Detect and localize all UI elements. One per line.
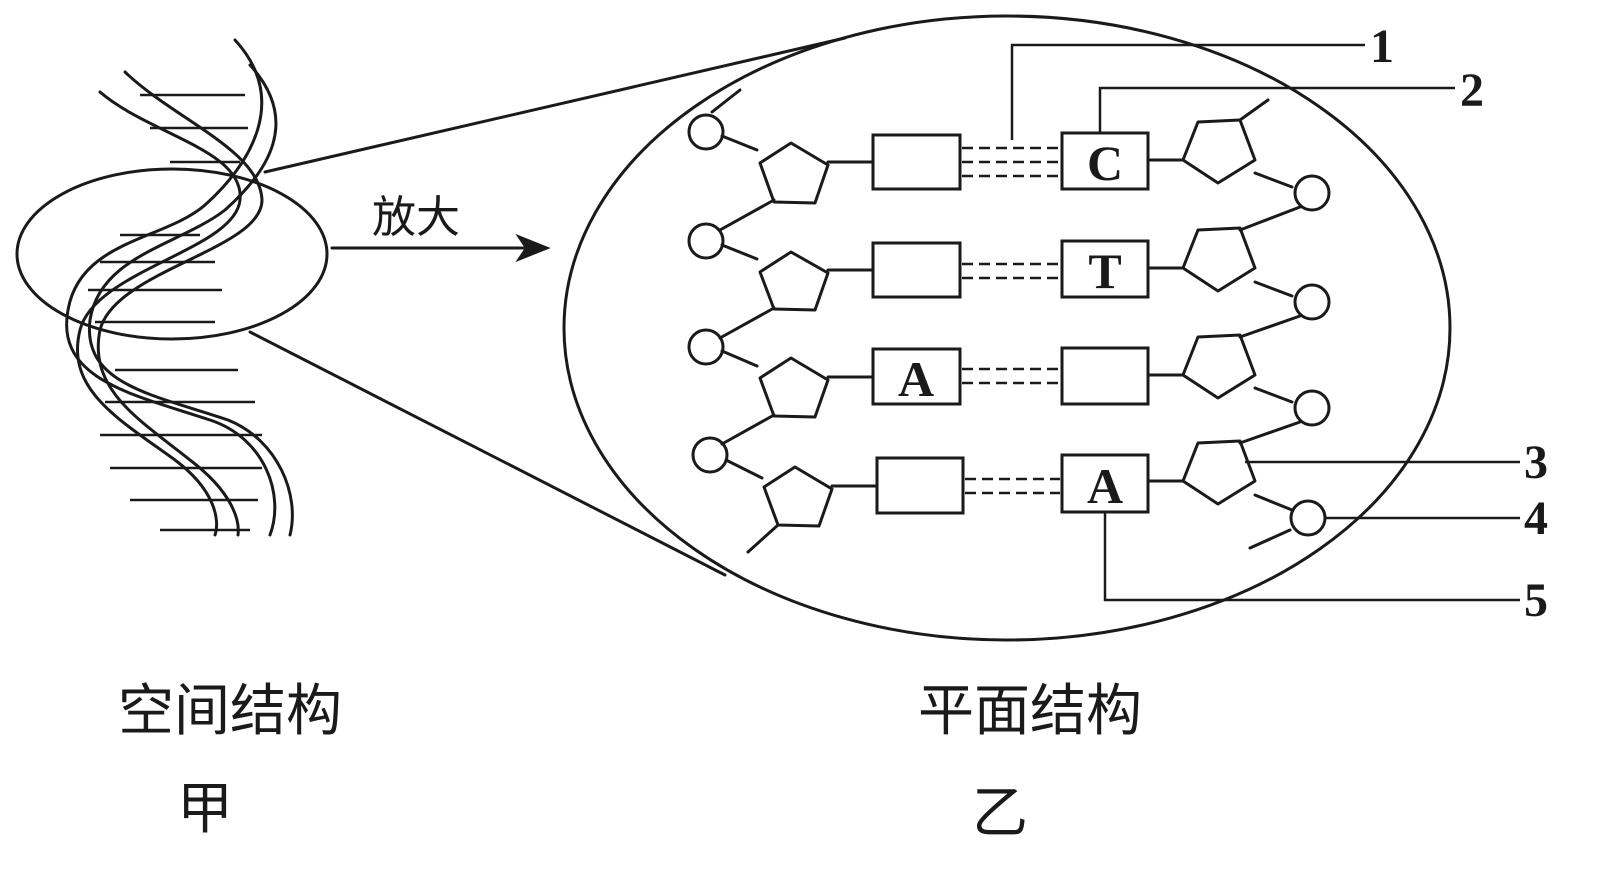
phosphate-circle [687, 222, 725, 260]
left-strand [687, 88, 879, 554]
base-box-right [1060, 346, 1150, 406]
phosphate-circle [1289, 499, 1327, 537]
base-pairs: C T A A [871, 131, 1150, 515]
base-letter: A [1087, 458, 1123, 514]
phosphate-circle [691, 436, 729, 474]
phosphate-circle [1293, 174, 1331, 212]
base-letter: A [898, 351, 934, 407]
callout-number-5: 5 [1524, 574, 1548, 627]
callout-number-3: 3 [1524, 436, 1548, 489]
sugar-pentagon [758, 356, 830, 419]
left-caption-sub: 甲 [177, 777, 233, 842]
magnify-arrow [330, 233, 551, 263]
zoom-ellipse [562, 14, 1452, 642]
sugar-pentagon [762, 465, 834, 528]
right-caption-title: 平面结构 [918, 679, 1142, 744]
base-box-left [875, 456, 965, 515]
base-box-right [1060, 131, 1150, 191]
base-box-left [871, 133, 962, 191]
sugar-pentagon [1181, 226, 1257, 293]
hydrogen-bonds [962, 262, 1060, 280]
double-helix [15, 38, 329, 537]
phosphate-circle [1293, 283, 1331, 321]
magnify-label: 放大 [372, 192, 460, 243]
helix-strands [65, 38, 294, 537]
phosphate-circle [687, 328, 725, 366]
phosphate-circle [1293, 389, 1331, 427]
base-letter: C [1087, 135, 1123, 191]
zoom-line-top [263, 36, 847, 174]
hydrogen-bonds [965, 477, 1060, 495]
left-caption-title: 空间结构 [118, 679, 342, 744]
base-box-left [871, 347, 962, 406]
phosphate-circle [687, 113, 725, 151]
sugar-pentagon [758, 250, 830, 312]
right-caption-sub: 乙 [972, 781, 1028, 846]
hydrogen-bonds [962, 367, 1060, 385]
sugar-pentagon [758, 141, 830, 205]
callout-number-4: 4 [1524, 492, 1548, 545]
callout-lines [1010, 43, 1520, 602]
base-letter: T [1088, 243, 1121, 299]
magnify-ellipse [15, 167, 329, 341]
sugar-pentagon [1181, 333, 1257, 400]
callout-number-1: 1 [1370, 20, 1394, 73]
base-box-right [1060, 239, 1150, 299]
helix-rungs [88, 93, 262, 532]
callout-number-2: 2 [1460, 64, 1484, 117]
base-box-left [871, 241, 962, 299]
sugar-pentagon [1181, 439, 1257, 506]
zoom-line-bottom [248, 330, 727, 577]
hydrogen-bonds [962, 146, 1060, 178]
sugar-pentagon [1181, 118, 1257, 185]
right-strand [1146, 98, 1331, 550]
